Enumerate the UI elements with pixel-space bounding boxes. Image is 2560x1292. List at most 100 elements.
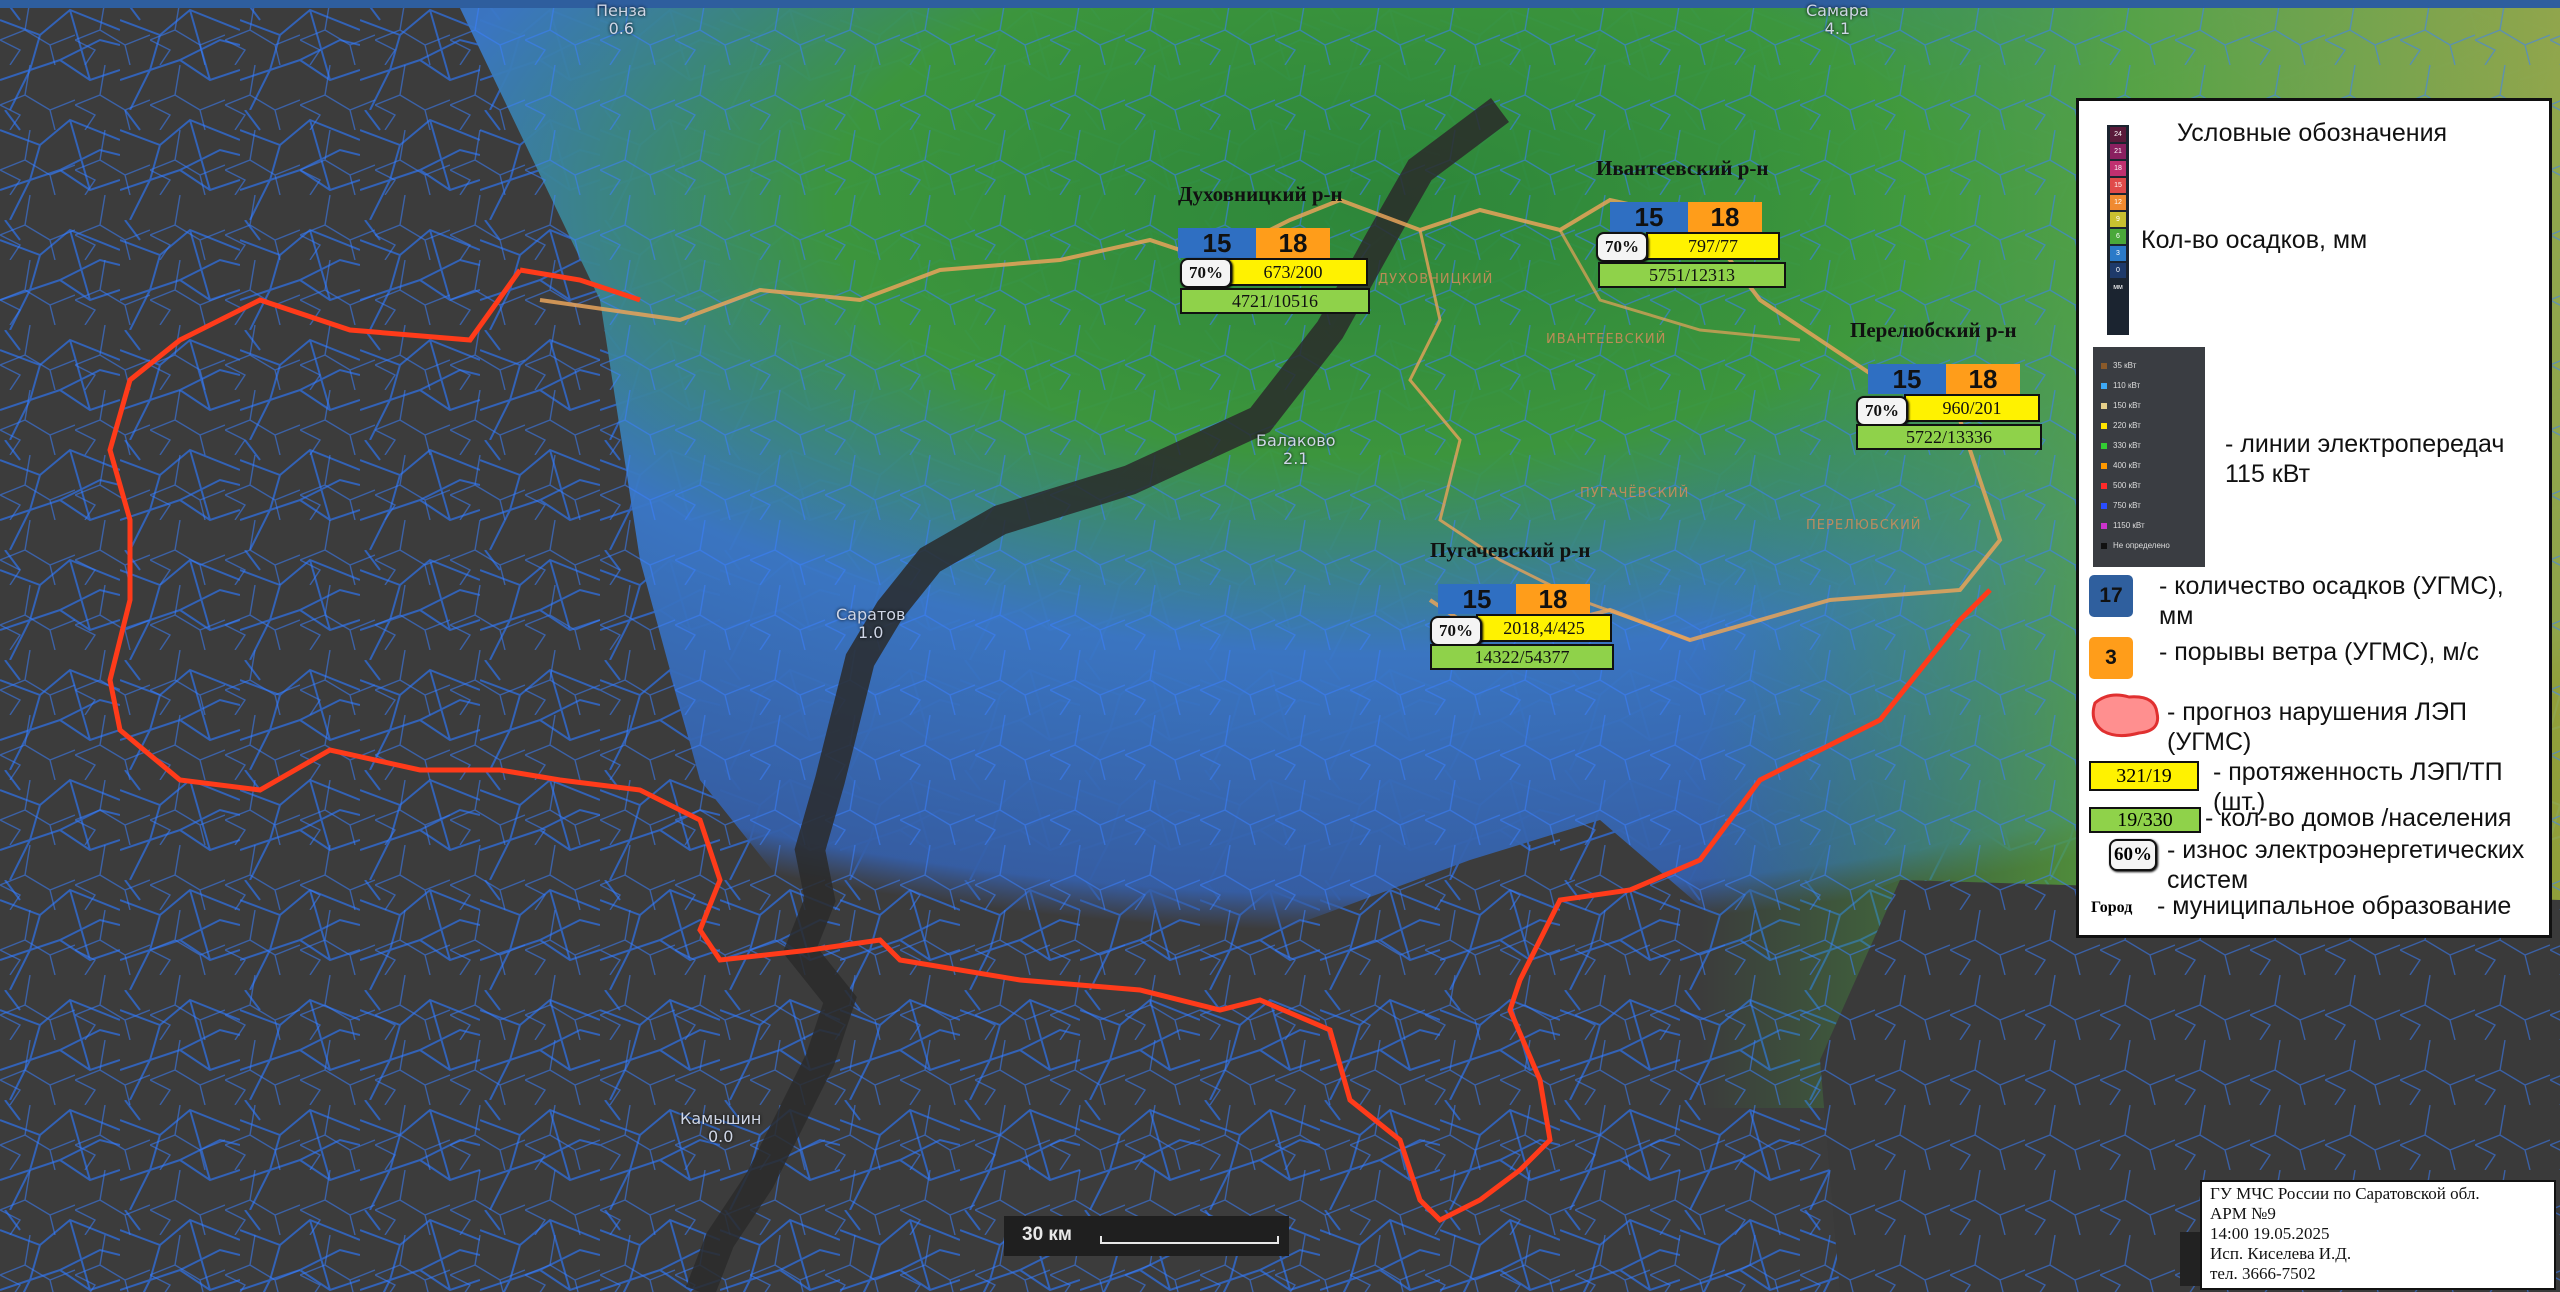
lep-swatch-icon — [2101, 402, 2107, 409]
city-name: Саратов — [836, 605, 906, 624]
legend-lep-tp-item: - протяженность ЛЭП/ТП (шт.) — [2213, 757, 2503, 817]
precip-scale-tick: 21 — [2110, 144, 2126, 159]
precip-scale-tick: 9 — [2110, 212, 2126, 227]
city-value: 2.1 — [1283, 449, 1309, 468]
precip-scale-tick: 15 — [2110, 178, 2126, 193]
lep-class-label: Не определено — [2113, 541, 2170, 550]
city-label-penza: Пенза 0.6 — [596, 2, 647, 38]
map-label-pugachevsky: ПУГАЧЁВСКИЙ — [1580, 486, 1690, 501]
wear-badge: 70% — [1430, 616, 1482, 646]
lep-swatch-icon — [2101, 542, 2107, 549]
lep-class-label: 330 кВт — [2113, 441, 2141, 450]
city-value: 0.6 — [608, 19, 635, 38]
district-name: Ивантеевский р-н — [1596, 156, 1769, 180]
lep-class-label: 110 кВт — [2113, 381, 2141, 390]
wear-sample-badge: 60% — [2109, 839, 2157, 871]
legend-item-line: мм — [2159, 602, 2194, 630]
wind-badge: 18 — [1256, 228, 1330, 258]
wind-badge: 18 — [1516, 584, 1590, 614]
district-name: Духовницкий р-н — [1178, 182, 1343, 206]
district-pugachevsky[interactable]: Пугачевский р-н 15 18 2018,4/425 70% 143… — [1430, 538, 1640, 670]
lep-class-row: 220 кВт — [2101, 421, 2141, 430]
legend-precip-item: - количество осадков (УГМС), мм — [2159, 571, 2504, 631]
map-label-ivanteevsky: ИВАНТЕЕВСКИЙ — [1546, 332, 1667, 347]
legend-forecast-item: - прогноз нарушения ЛЭП (УГМС) — [2167, 697, 2467, 757]
legend-precip-label: Кол-во осадков, мм — [2141, 226, 2368, 254]
district-ivanteevsky[interactable]: Ивантеевский р-н 15 18 797/77 70% 5751/1… — [1596, 156, 1806, 288]
precip-scale-tick: 6 — [2110, 229, 2126, 244]
precip-scale-tick: мм — [2110, 280, 2126, 295]
lep-swatch-icon — [2101, 462, 2107, 469]
precip-scale-tick: 3 — [2110, 246, 2126, 261]
legend-lep-label-line: - линии электропередач — [2225, 430, 2505, 458]
lep-class-row: 750 кВт — [2101, 501, 2141, 510]
legend-lep-label-line: 115 кВт — [2225, 460, 2311, 488]
wear-badge: 70% — [1596, 232, 1648, 262]
precip-badge: 15 — [1178, 228, 1256, 258]
district-dukhovnitsky[interactable]: Духовницкий р-н 15 18 673/200 70% 4721/1… — [1178, 182, 1388, 314]
city-value: 4.1 — [1824, 19, 1851, 38]
wear-badge: 70% — [1180, 258, 1232, 288]
lep-class-row: 150 кВт — [2101, 401, 2141, 410]
lep-class-row: 330 кВт — [2101, 441, 2141, 450]
precip-badge: 15 — [1610, 202, 1688, 232]
legend-item-line: систем — [2167, 866, 2249, 894]
lep-classes-box: 35 кВт 110 кВт 150 кВт 220 кВт 330 кВт 4… — [2093, 347, 2205, 567]
city-name: Самара — [1806, 1, 1869, 20]
houses-pop-box: 14322/54377 — [1430, 644, 1614, 670]
city-value: 0.0 — [707, 1127, 734, 1146]
town-sample-label: Город — [2091, 899, 2133, 916]
legend-title: Условные обозначения — [2177, 119, 2448, 147]
info-workstation: АРМ №9 — [2210, 1204, 2276, 1223]
legend-panel: Условные обозначения 24 21 18 15 12 9 6 … — [2076, 98, 2552, 938]
lep-class-label: 400 кВт — [2113, 461, 2141, 470]
legend-item-line: (шт.) — [2213, 788, 2266, 816]
precip-badge: 15 — [1868, 364, 1946, 394]
forecast-zone-icon — [2091, 693, 2160, 738]
info-executor: Исп. Киселева И.Д. — [2210, 1244, 2352, 1263]
lep-swatch-icon — [2101, 382, 2107, 389]
legend-item-line: (УГМС) — [2167, 728, 2252, 756]
precip-scale: 24 21 18 15 12 9 6 3 0 мм — [2107, 125, 2129, 335]
scale-label: 30 км — [1022, 1224, 1072, 1245]
city-label-saratov: Саратов 1.0 — [836, 606, 905, 642]
info-datetime: 14:00 19.05.2025 — [2210, 1224, 2330, 1243]
district-name: Пугачевский р-н — [1430, 538, 1591, 562]
lep-tp-box: 2018,4/425 — [1476, 614, 1612, 642]
legend-wear-item: - износ электроэнергетических систем — [2167, 835, 2524, 895]
map-label-dukhovnitsky: ДУХОВНИЦКИЙ — [1378, 272, 1494, 287]
precip-scale-tick: 18 — [2110, 161, 2126, 176]
city-name: Балаково — [1256, 431, 1336, 450]
district-name: Перелюбский р-н — [1850, 318, 2017, 342]
houses-pop-box: 5722/13336 — [1856, 424, 2042, 450]
precip-scale-tick: 12 — [2110, 195, 2126, 210]
city-name: Камышин — [680, 1109, 762, 1128]
wind-sample-badge: 3 — [2089, 637, 2133, 679]
city-label-kamyshin: Камышин 0.0 — [680, 1110, 761, 1146]
legend-wind-item: - порывы ветра (УГМС), м/с — [2159, 638, 2479, 666]
lep-tp-box: 797/77 — [1646, 232, 1780, 260]
lep-class-label: 35 кВт — [2113, 361, 2137, 370]
legend-houses-item: - кол-во домов /населения — [2205, 804, 2512, 832]
top-bar — [0, 0, 2560, 8]
houses-pop-box: 5751/12313 — [1598, 262, 1786, 288]
lep-sample-box: 321/19 — [2089, 761, 2199, 791]
map-label-perelyubsky: ПЕРЕЛЮБСКИЙ — [1806, 518, 1922, 533]
info-phone: тел. 3666-7502 — [2210, 1264, 2316, 1283]
lep-swatch-icon — [2101, 502, 2107, 509]
legend-item-line: - прогноз нарушения ЛЭП — [2167, 698, 2467, 726]
lep-class-label: 220 кВт — [2113, 421, 2141, 430]
city-label-samara: Самара 4.1 — [1806, 2, 1869, 38]
lep-swatch-icon — [2101, 522, 2107, 529]
lep-class-label: 500 кВт — [2113, 481, 2141, 490]
lep-class-row: 35 кВт — [2101, 361, 2136, 370]
lep-class-row: 1150 кВт — [2101, 521, 2145, 530]
lep-swatch-icon — [2101, 442, 2107, 449]
legend-town-item: - муниципальное образование — [2157, 892, 2512, 920]
legend-item-line: - износ электроэнергетических — [2167, 836, 2525, 864]
precip-scale-tick: 0 — [2110, 263, 2126, 278]
district-perelyubsky[interactable]: Перелюбский р-н 15 18 960/201 70% 5722/1… — [1850, 318, 2060, 450]
houses-pop-box: 4721/10516 — [1180, 288, 1370, 314]
lep-class-row: 110 кВт — [2101, 381, 2140, 390]
legend-item-line: - количество осадков (УГМС), — [2159, 572, 2504, 600]
